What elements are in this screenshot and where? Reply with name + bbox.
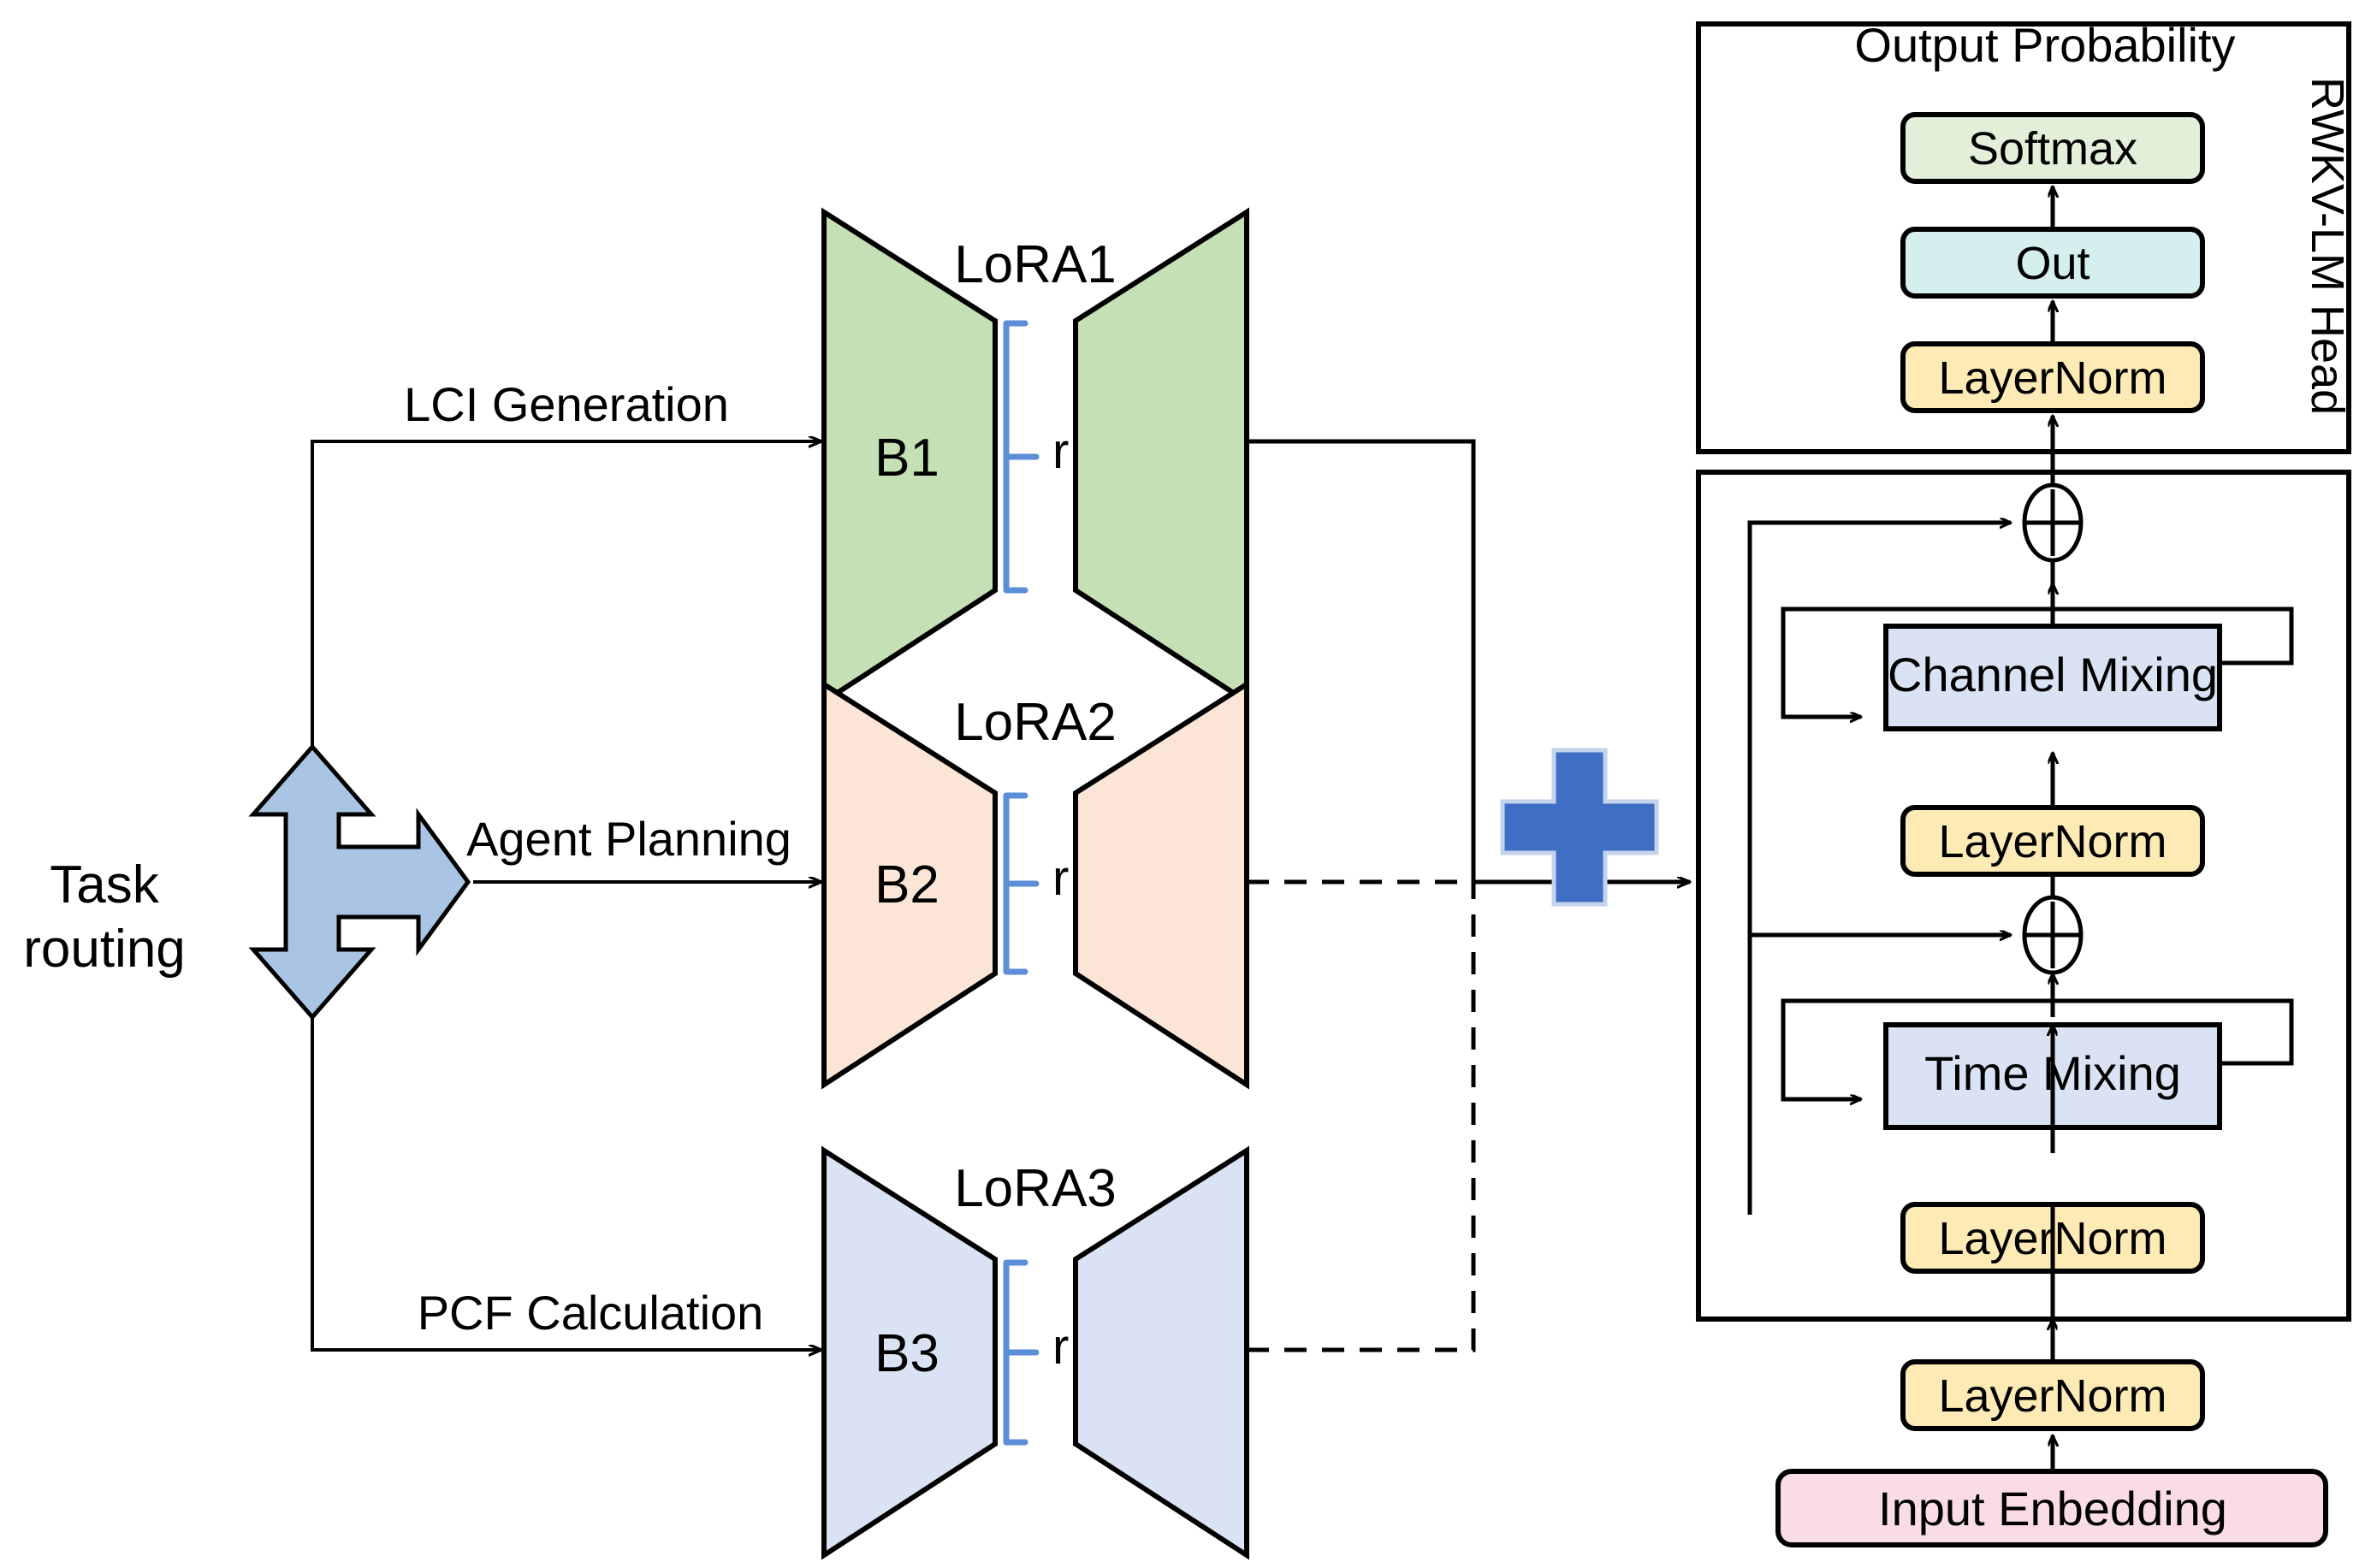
rwkv-body-panel-border	[1696, 470, 2351, 1322]
route-labels: LCI Generation Agent Planning PCF Calcul…	[404, 377, 791, 1340]
lora3-up-projection-shape	[1073, 1145, 1249, 1560]
lora2-down-label: B2	[874, 855, 940, 914]
task-routing-label-line1: Task	[50, 855, 159, 914]
lora3-module[interactable]: r LoRA3 B3	[821, 1145, 1249, 1560]
lora1-title: LoRA1	[954, 235, 1117, 294]
lora1-down-projection-shape	[821, 207, 998, 707]
lora3-title: LoRA3	[954, 1159, 1117, 1218]
lora1-rank-label: r	[1052, 423, 1069, 479]
route-line-top	[311, 440, 804, 747]
channel-mixing-feedback-loop	[1781, 606, 2294, 717]
task-routing-label-line2: routing	[23, 920, 186, 979]
lora1-rank-bracket-icon	[1003, 320, 1040, 594]
rwkv-head-panel-border	[1696, 21, 2351, 454]
routing-lines	[311, 440, 804, 1352]
lora1-output-line	[1247, 439, 1476, 882]
lora2-module[interactable]: r LoRA2 B2	[821, 679, 1249, 1090]
lora3-down-projection-shape	[821, 1145, 998, 1560]
lora3-rank-bracket-icon	[1003, 1259, 1040, 1446]
softmax-block[interactable]	[1900, 112, 2205, 184]
adder-top-plus-icon	[2025, 489, 2080, 556]
softmax-label: Softmax	[1968, 123, 2137, 175]
route-label-agent: Agent Planning	[466, 812, 791, 866]
input-embedding-block[interactable]	[1775, 1469, 2328, 1547]
lora2-rank-label: r	[1052, 850, 1069, 906]
cm-layernorm-label: LayerNorm	[1938, 816, 2167, 867]
channel-mixing-label: Channel Mixing	[1888, 648, 2218, 701]
task-routing-group: Task routing	[23, 743, 471, 1021]
plus-icon	[1500, 748, 1659, 907]
lora3-output-line	[1247, 882, 1476, 1352]
route-label-lci: LCI Generation	[404, 377, 729, 431]
adder-bottom-plus-icon	[2025, 902, 2080, 968]
route-arrows	[473, 441, 821, 1350]
input-embedding-label: Input Enbedding	[1878, 1482, 2227, 1535]
lora2-title: LoRA2	[954, 693, 1117, 752]
embedding-stack: LayerNorm Input Enbedding	[1775, 1319, 2328, 1547]
lora2-down-projection-shape	[821, 679, 998, 1090]
embed-layernorm-block[interactable]	[1900, 1359, 2205, 1431]
rwkv-head-panel: Output Probability RWKV-LM Head Softmax …	[1696, 18, 2353, 454]
rwkv-body-panel: Channel Mixing LayerNorm Time Mixing Lay…	[1696, 416, 2351, 1322]
route-line-bottom	[311, 1017, 804, 1352]
output-probability-caption: Output Probability	[1854, 18, 2235, 72]
channel-residual-line	[1747, 523, 2011, 975]
embed-layernorm-label: LayerNorm	[1938, 1370, 2167, 1422]
lora3-rank-label: r	[1052, 1319, 1069, 1375]
lora2-rank-bracket-icon	[1003, 792, 1040, 975]
out-label: Out	[2015, 238, 2090, 289]
adder-bottom	[2022, 895, 2084, 975]
time-residual-line	[1747, 935, 2011, 1215]
time-mixing-feedback-loop	[1781, 998, 2294, 1099]
rwkv-lm-head-side-label: RWKV-LM Head	[2302, 77, 2353, 415]
lora3-down-label: B3	[874, 1324, 940, 1383]
lora1-down-label: B1	[874, 429, 940, 488]
route-label-pcf: PCF Calculation	[418, 1286, 764, 1340]
channel-mixing-block[interactable]	[1883, 624, 2222, 731]
three-way-arrow-icon	[248, 743, 471, 1021]
lora2-up-projection-shape	[1073, 679, 1249, 1090]
lora1-module[interactable]: r LoRA1 B1	[821, 207, 1249, 707]
adder-top	[2022, 472, 2084, 563]
head-layernorm-label: LayerNorm	[1938, 352, 2167, 404]
